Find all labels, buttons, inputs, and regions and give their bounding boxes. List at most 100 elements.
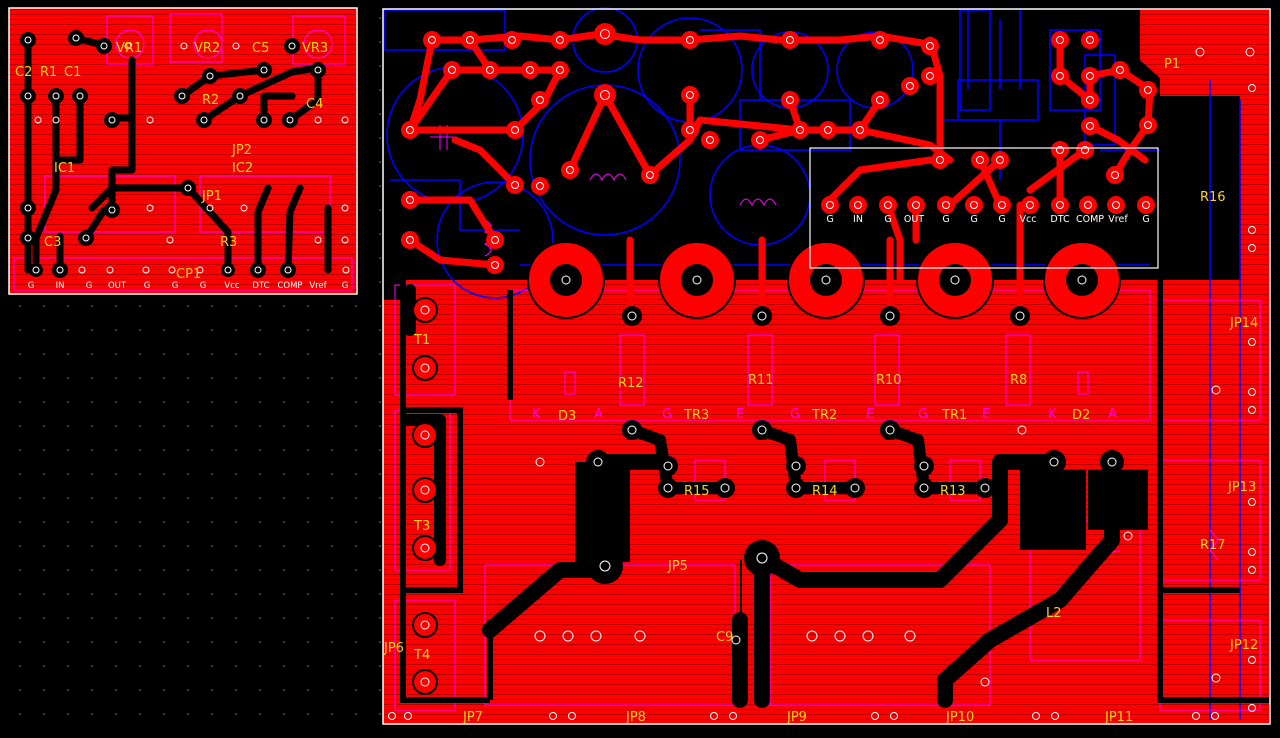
transformer-pads[interactable] [412,297,438,695]
label-p1: P1 [1164,57,1180,72]
label-jp2: JP2 [231,143,252,158]
pin-letter-k2: K [1048,407,1057,422]
driver-pads[interactable] [586,306,1124,584]
label-jp9: JP9 [786,710,807,725]
label-ic2: IC2 [232,161,253,176]
main-board[interactable]: P1 R16 JP14 T1 R12 R11 R10 R8 D3 TR3 TR2… [382,7,1271,725]
small-pin-10: COMP [277,281,302,291]
small-pin-8: Vcc [224,281,239,291]
label-l2: L2 [1046,606,1062,621]
label-jp13: JP13 [1227,480,1256,495]
edge-pads[interactable] [388,84,1256,720]
heatsink-pad-1[interactable] [527,241,605,319]
pin-letter-a2: A [1108,407,1117,422]
main-pin-5: G [942,214,949,225]
label-r16: R16 [1200,190,1226,205]
label-c5: C5 [252,41,269,56]
label-t3: T3 [413,519,430,534]
small-board-footprint-outline[interactable] [809,147,1159,269]
small-pin-11: Vref [309,281,327,291]
small-pin-3: G [86,281,93,291]
small-pin-1: G [28,281,35,291]
main-pin-12: G [1142,214,1149,225]
main-pin-2: IN [853,214,863,225]
small-board-pads[interactable] [20,30,326,278]
transistor-heatsink-pads[interactable] [527,241,1121,319]
upper-pads[interactable] [401,23,1157,274]
small-board-outline [8,7,358,295]
label-jp10: JP10 [945,710,974,725]
small-board[interactable]: VR1 VR2 C5 VR3 C2 R1 C1 R2 C4 IC1 JP2 IC… [8,7,358,295]
label-vr3: VR3 [302,41,328,56]
small-pin-7: G [200,281,207,291]
label-r13: R13 [940,484,966,499]
label-jp5: JP5 [667,559,688,574]
main-pin-6: G [970,214,977,225]
label-tr3: TR3 [683,408,709,423]
small-pin-12: G [342,281,349,291]
main-connector-pads[interactable] [821,196,1155,214]
label-jp8: JP8 [625,710,646,725]
heatsink-pad-3[interactable] [787,241,865,319]
pin-letter-k1: K [532,407,541,422]
main-pin-4: OUT [904,214,924,225]
label-r17: R17 [1200,538,1226,553]
pin-letter-g1: G [662,407,672,422]
label-jp1: JP1 [201,189,222,204]
capacitor-pads[interactable] [534,630,916,645]
label-r15: R15 [684,484,710,499]
label-c9: C9 [716,630,733,645]
pin-letter-e3: E [982,407,990,422]
small-pin-6: G [172,281,179,291]
label-d2: D2 [1072,408,1090,423]
small-pin-2: IN [56,281,65,291]
main-pin-11: Vref [1108,214,1128,225]
pour-separations [400,280,1270,703]
main-pin-1: G [826,214,833,225]
label-vr2: VR2 [194,41,220,56]
heatsink-pad-5[interactable] [1043,241,1121,319]
main-pin-9: DTC [1050,214,1070,225]
p1-pour [1140,10,1270,96]
label-c1: C1 [64,65,81,80]
label-cp1: CP1 [176,267,201,282]
label-tr1: TR1 [941,408,967,423]
label-c3: C3 [44,235,61,250]
label-r14: R14 [812,484,838,499]
label-jp14: JP14 [1229,316,1258,331]
pin-letter-e1: E [736,407,744,422]
label-r1: R1 [40,65,57,80]
label-c2: C2 [15,65,32,80]
pin-letter-e2: E [866,407,874,422]
label-jp11: JP11 [1104,710,1133,725]
label-c4: C4 [306,97,323,112]
label-ic1: IC1 [54,161,75,176]
label-jp6: JP6 [383,641,404,656]
upper-drills [406,29,1152,269]
pin-letter-g3: G [918,407,928,422]
upper-right-clearance [1160,96,1240,280]
small-pin-9: DTC [252,281,269,291]
pin-letter-a1: A [594,407,603,422]
small-board-copper-pour [9,8,357,294]
heavy-pad-islands [575,462,1148,700]
heatsink-pad-4[interactable] [916,241,994,319]
label-vr1: VR1 [116,41,142,56]
main-pin-7: G [998,214,1005,225]
label-r11: R11 [748,373,774,388]
label-r3: R3 [220,235,237,250]
pin-letter-g2: G [790,407,800,422]
label-r2: R2 [202,93,219,108]
label-t4: T4 [413,648,430,663]
main-pin-8: Vcc [1020,214,1037,225]
heatsink-pad-2[interactable] [658,241,736,319]
main-board-outline [382,8,1271,725]
small-pin-5: G [144,281,151,291]
label-tr2: TR2 [811,408,837,423]
label-r10: R10 [876,373,902,388]
main-board-empty-area [383,9,1160,280]
main-pin-10: COMP [1076,214,1104,225]
label-r12: R12 [618,376,644,391]
